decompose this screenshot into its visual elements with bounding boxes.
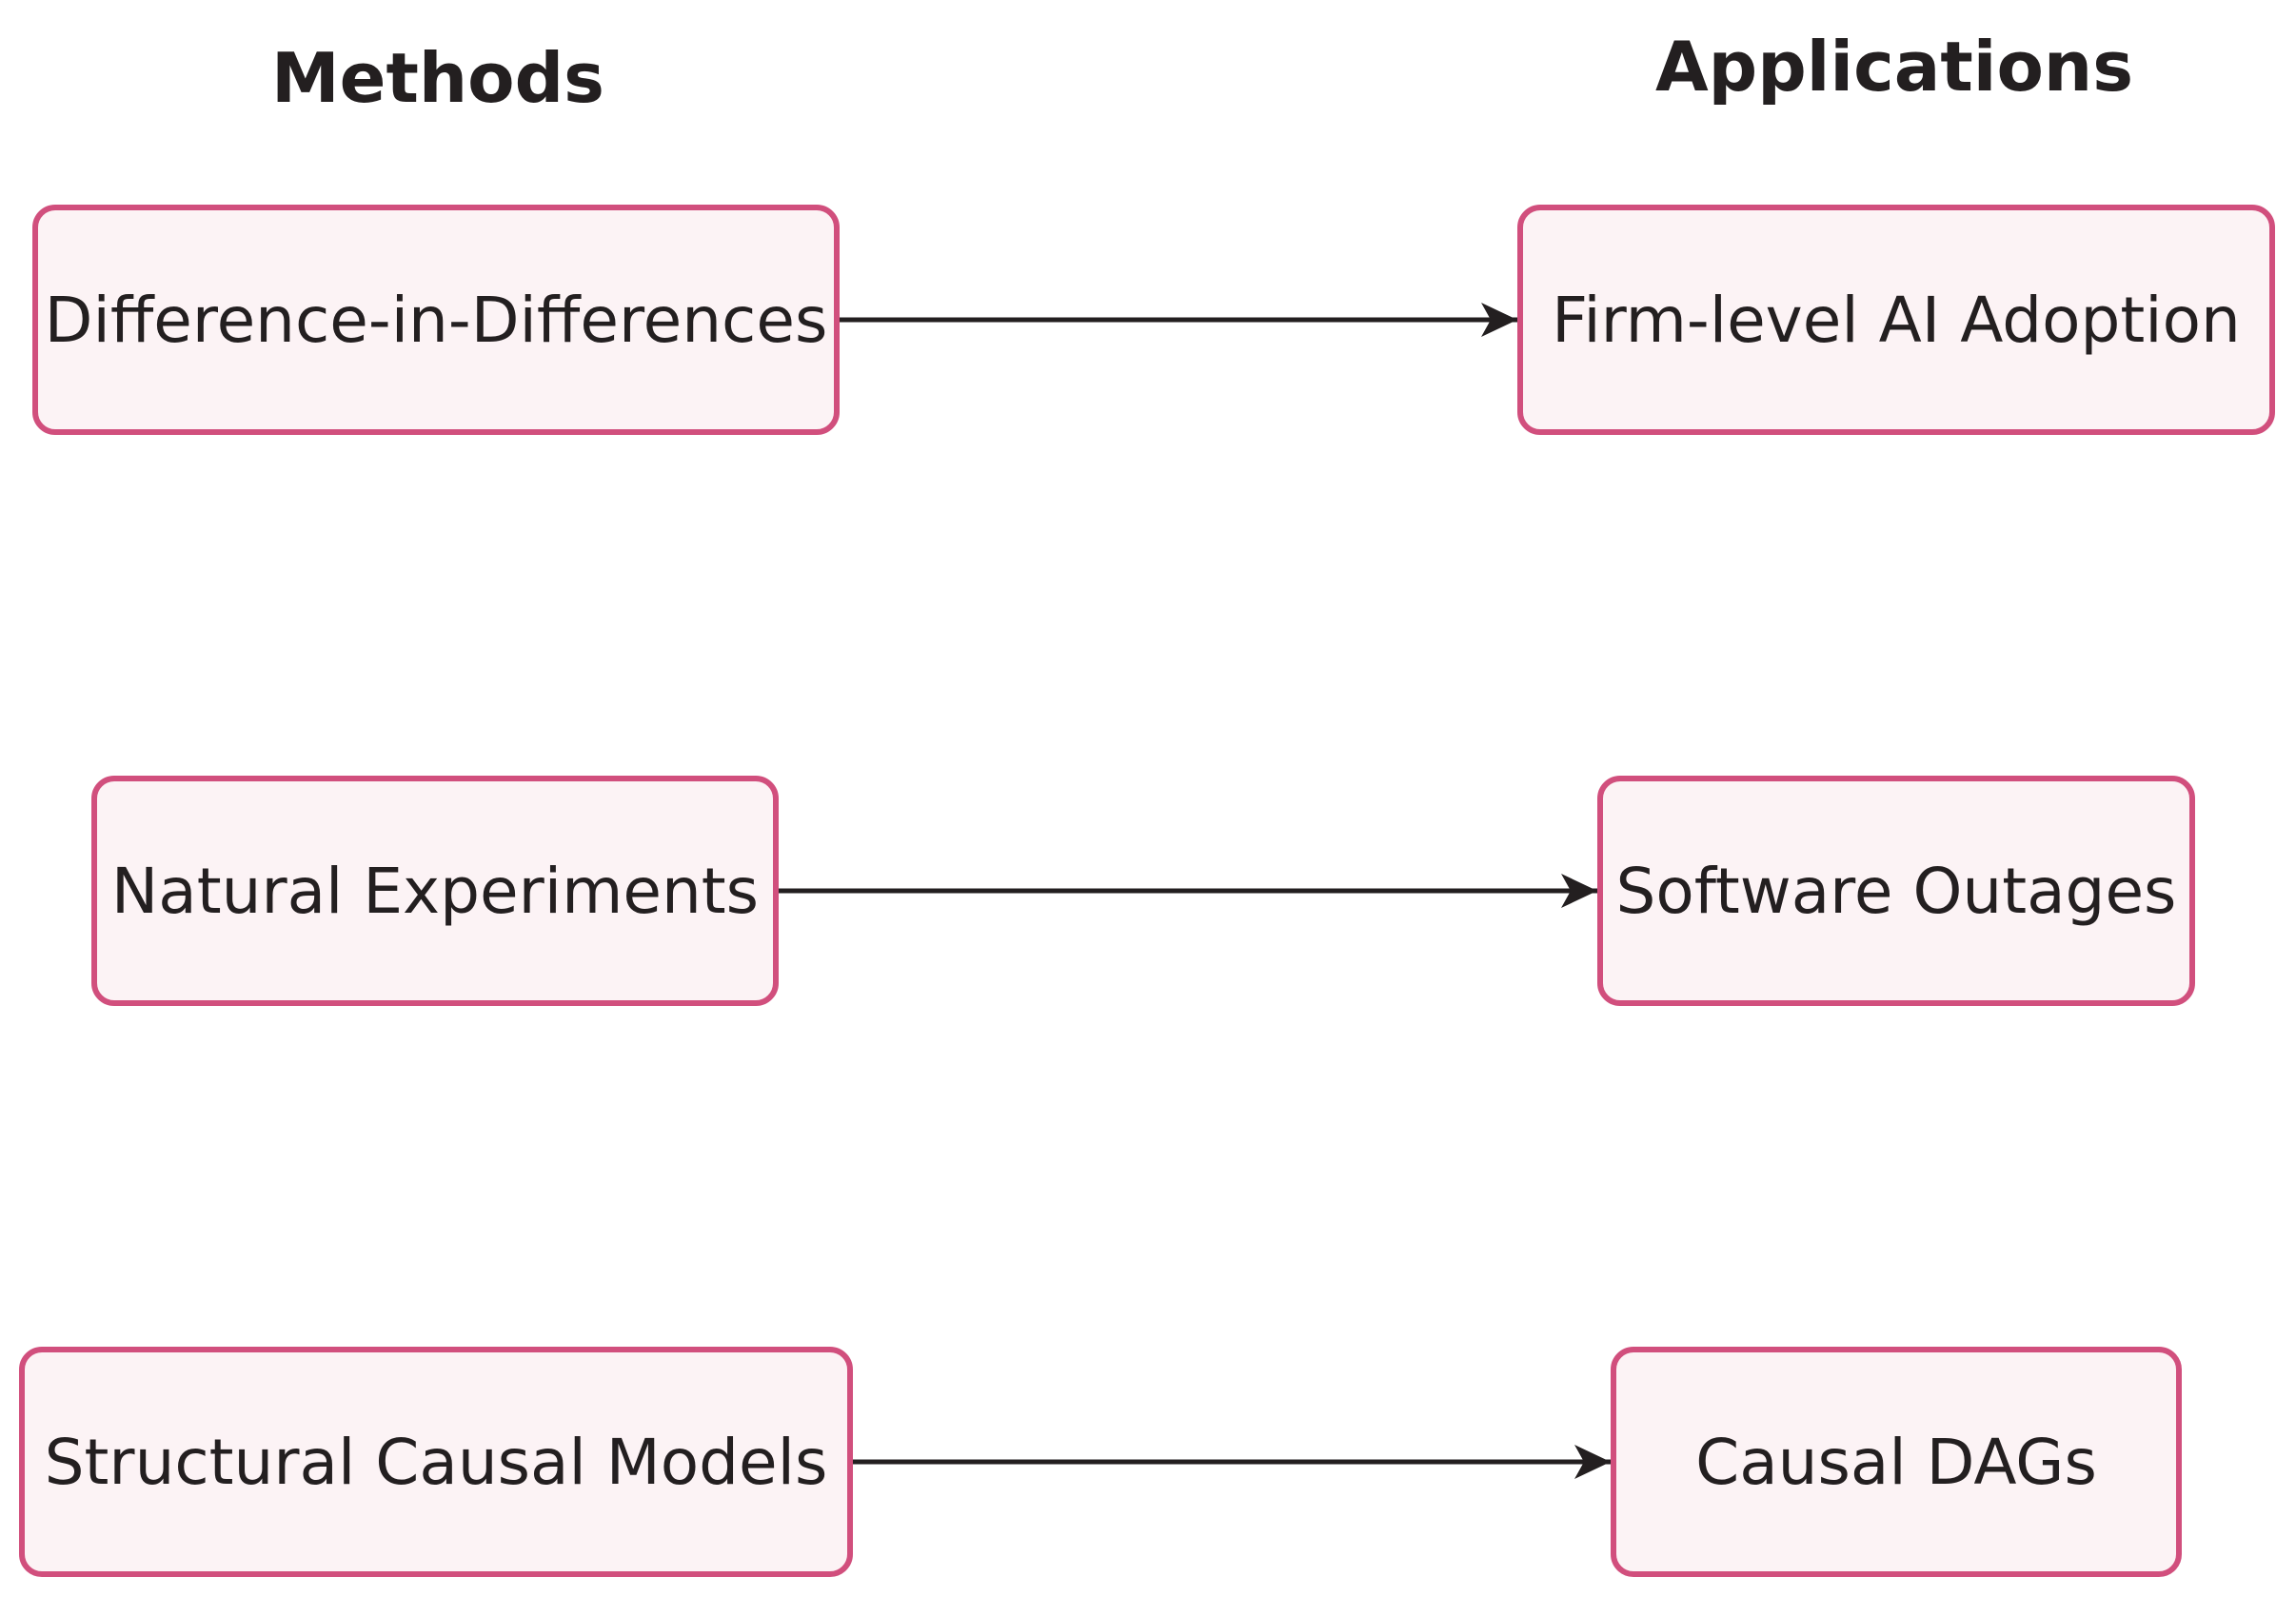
applications-heading: Applications xyxy=(1654,27,2134,107)
node-label-firm-level-ai-adoption: Firm-level AI Adoption xyxy=(1552,283,2241,357)
arrowhead-scm-to-causal-dags xyxy=(1574,1445,1611,1479)
node-software-outages: Software Outages xyxy=(1597,776,2195,1006)
node-label-natural-experiments: Natural Experiments xyxy=(110,854,760,928)
node-causal-dags: Causal DAGs xyxy=(1611,1347,2182,1577)
edge-natural-experiments-to-software-outages xyxy=(779,874,1597,908)
edge-did-to-firm-ai xyxy=(840,303,1517,337)
node-natural-experiments: Natural Experiments xyxy=(91,776,779,1006)
node-difference-in-differences: Difference-in-Differences xyxy=(32,205,840,435)
node-label-structural-causal-models: Structural Causal Models xyxy=(44,1425,828,1499)
node-label-causal-dags: Causal DAGs xyxy=(1695,1425,2097,1499)
edge-scm-to-causal-dags xyxy=(853,1445,1611,1479)
node-label-software-outages: Software Outages xyxy=(1615,854,2177,928)
node-firm-level-ai-adoption: Firm-level AI Adoption xyxy=(1517,205,2275,435)
node-structural-causal-models: Structural Causal Models xyxy=(19,1347,853,1577)
arrowhead-natural-experiments-to-software-outages xyxy=(1561,874,1597,908)
methods-heading: Methods xyxy=(270,38,605,118)
node-label-difference-in-differences: Difference-in-Differences xyxy=(44,283,828,357)
arrowhead-did-to-firm-ai xyxy=(1481,303,1517,337)
